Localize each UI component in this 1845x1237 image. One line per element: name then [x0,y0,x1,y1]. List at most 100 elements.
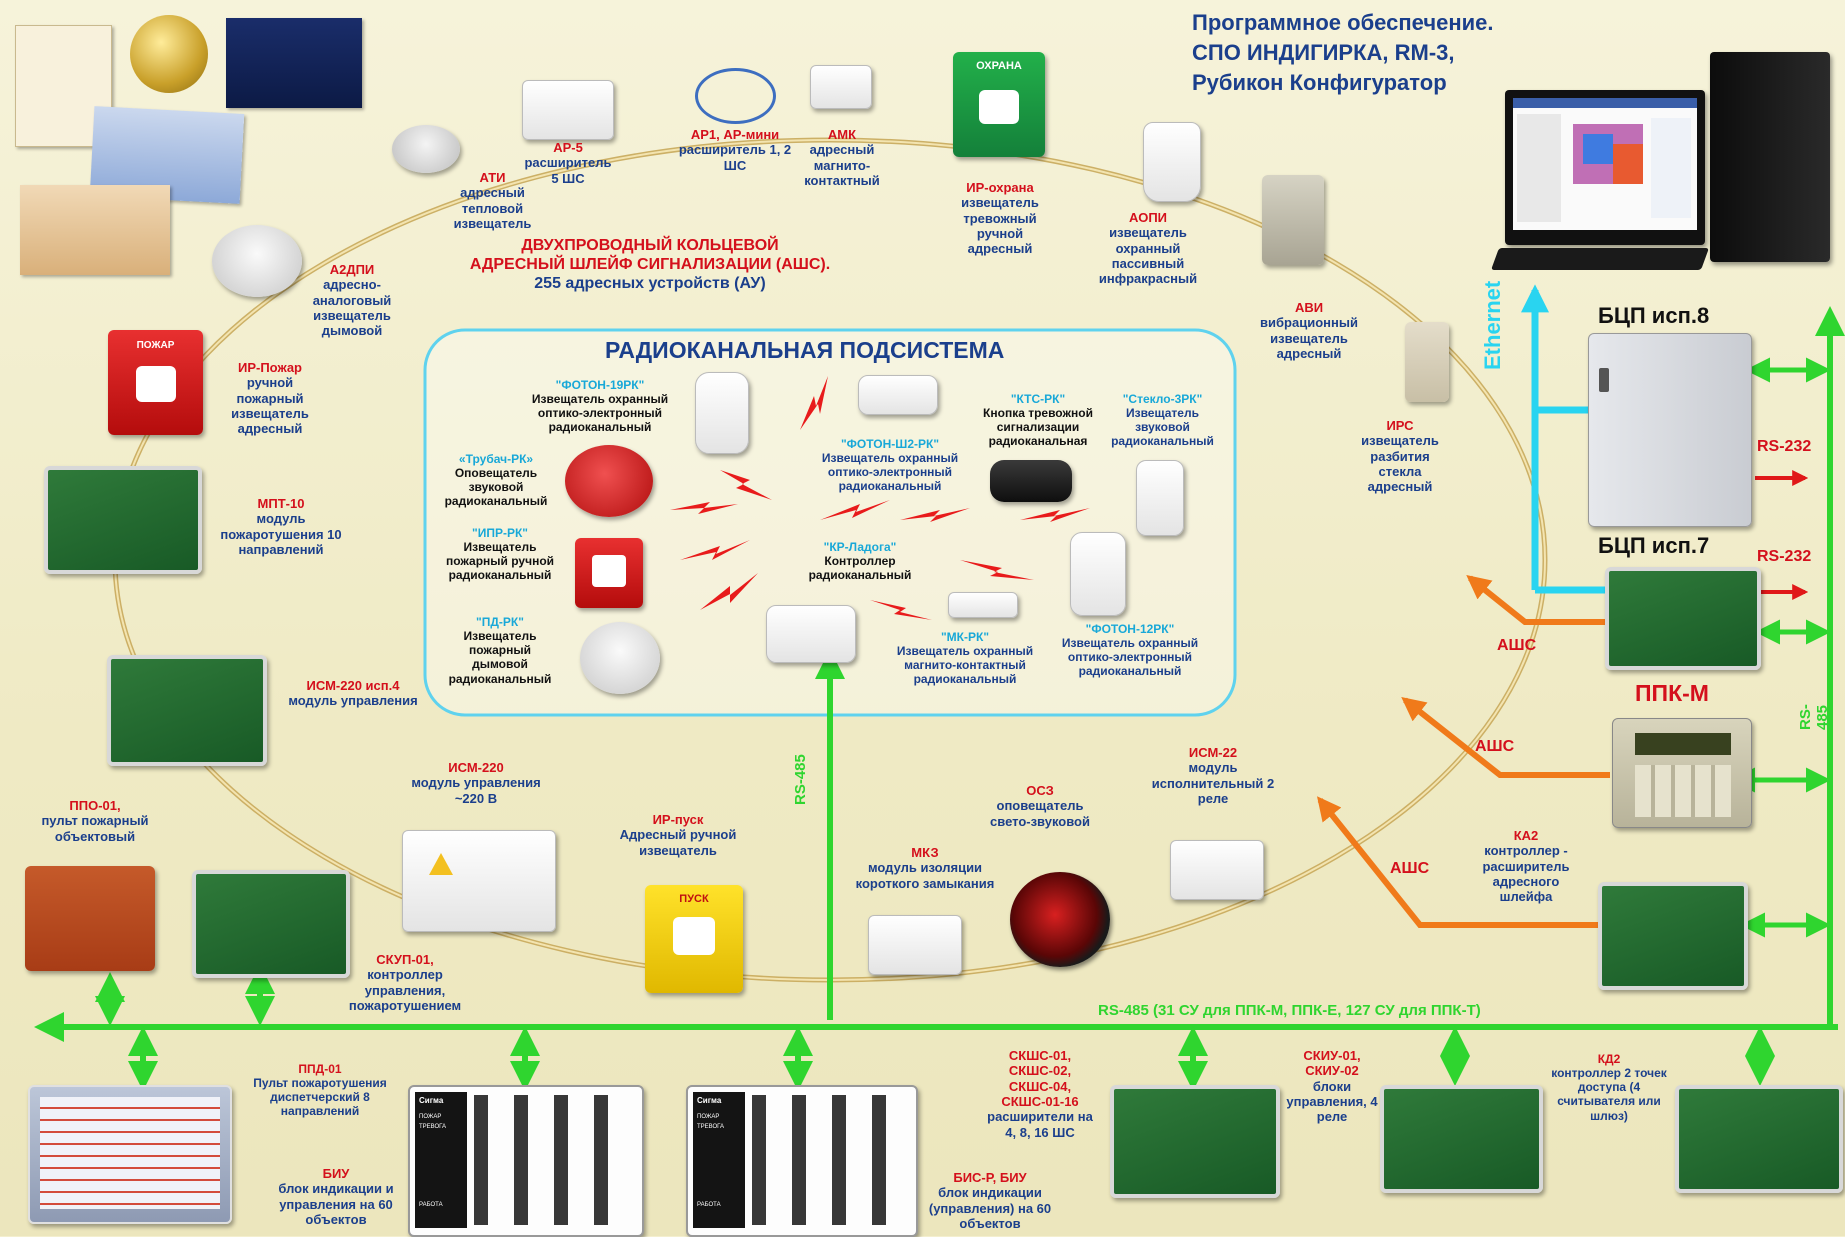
panel-2-l1: ПОЖАР [697,1114,720,1120]
radio-kts-device [990,460,1072,502]
radio-steklo-device [1136,460,1184,536]
ar5-device [522,80,614,140]
radio-title: РАДИОКАНАЛЬНАЯ ПОДСИСТЕМА [605,337,1005,363]
software-line-2: СПО ИНДИГИРКА, RM-3, [1192,40,1455,65]
radio-pd-device [580,622,660,694]
bus-label: RS-485 (31 СУ для ППК-М, ППК-Е, 127 СУ д… [1098,1002,1481,1019]
skiu-board [1380,1085,1543,1193]
ethernet-label: Ethernet [1480,280,1505,370]
diploma-4 [20,185,170,275]
panel-2-l3: РАБОТА [697,1202,721,1208]
radio-foton19-device [695,372,749,454]
biu-panel-2: Сигма ПОЖАР ТРЕВОГА РАБОТА [686,1085,918,1237]
rs485-mid-label: RS-485 [792,754,809,805]
amk-device [810,65,872,109]
skup-label: СКУП-01,контроллер управления, пожаротуш… [348,952,462,1013]
radio-mk-device [948,592,1018,618]
ism220-device [402,830,556,932]
radio-foton12-label: "ФОТОН-12РК"Извещатель охранный оптико-э… [1061,622,1199,679]
ka2-board [1598,882,1748,990]
pozhar-text: ПОЖАР [136,340,175,351]
bcp8-label: БЦП исп.8 [1598,303,1710,328]
ism22-device [1170,840,1264,900]
ir-okhrana-device: ОХРАНА [953,52,1045,157]
ir-pusk-device: ПУСК [645,885,743,993]
radio-ipr-label: "ИПР-РК"Извещатель пожарный ручной радио… [445,526,555,583]
rs232-b-label: RS-232 [1757,548,1812,565]
bcp8-cabinet [1588,333,1752,527]
ppo-device [25,866,155,971]
ashs-label-2: АШС [1475,738,1515,755]
radio-trubach-device [565,445,653,517]
skshs-board [1110,1085,1280,1198]
rs485-vertical-label: RS-485 [1797,704,1831,730]
mkz-device [868,915,962,975]
avi-device [1262,175,1324,265]
panel-2-brand: Сигма [697,1096,722,1105]
radio-pd-label: "ПД-РК"Извещатель пожарный дымовой радио… [448,615,552,686]
ashs-label-3: АШС [1390,860,1430,877]
panel-2-l2: ТРЕВОГА [697,1124,724,1130]
radio-steklo-label: "Стекло-3РК"Извещатель звуковой радиокан… [1111,392,1214,449]
ashs-label-1: АШС [1497,637,1537,654]
ar1-device [695,68,776,124]
ppo-label: ППО-01,пульт пожарный объектовый [41,798,149,844]
panel-1-l3: РАБОТА [419,1202,443,1208]
ppkm-panel [1612,718,1752,828]
radio-foton19-label: "ФОТОН-19РК"Извещатель охранный оптико-э… [531,378,669,435]
radio-ipr-device [575,538,643,608]
diploma-2 [226,18,362,108]
skup-board [192,870,350,978]
biu-panel-1: Сигма ПОЖАР ТРЕВОГА РАБОТА [408,1085,644,1237]
ism220-4-board [107,655,267,766]
ir-pozhar-device: ПОЖАР [108,330,203,435]
irs-device [1405,322,1449,402]
pusk-text: ПУСК [679,893,709,905]
radio-trubach-label: «Трубач-РК»Оповещатель звуковой радиокан… [444,452,548,509]
bcp7-board [1605,567,1761,670]
radio-mk-label: "МК-РК"Извещатель охранный магнито-конта… [896,630,1034,687]
software-header: Программное обеспечение. СПО ИНДИГИРКА, … [1192,8,1494,98]
okhrana-text: ОХРАНА [976,60,1022,72]
rs232-a-label: RS-232 [1757,438,1812,455]
radio-fotonsh2-label: "ФОТОН-Ш2-РК"Извещатель охранный оптико-… [821,437,959,494]
a2dpi-device [212,225,302,297]
computer-keyboard [1490,248,1710,270]
panel-1-brand: Сигма [419,1096,444,1105]
radio-kr-ladoga-label: "КР-Ладога"Контроллер радиоканальный [808,540,912,583]
radio-lightning [670,376,1090,620]
mpt10-board [44,466,202,574]
radio-fotonsh2-device [858,375,938,415]
kd2-board [1675,1085,1843,1193]
ppkm-label: ППК-М [1635,680,1709,706]
loop-title: ДВУХПРОВОДНЫЙ КОЛЬЦЕВОЙ АДРЕСНЫЙ ШЛЕЙФ С… [469,237,831,292]
osz-device [1010,872,1110,967]
panel-1-l1: ПОЖАР [419,1114,442,1120]
panel-1-l2: ТРЕВОГА [419,1124,446,1130]
radio-foton12-device [1070,532,1126,616]
